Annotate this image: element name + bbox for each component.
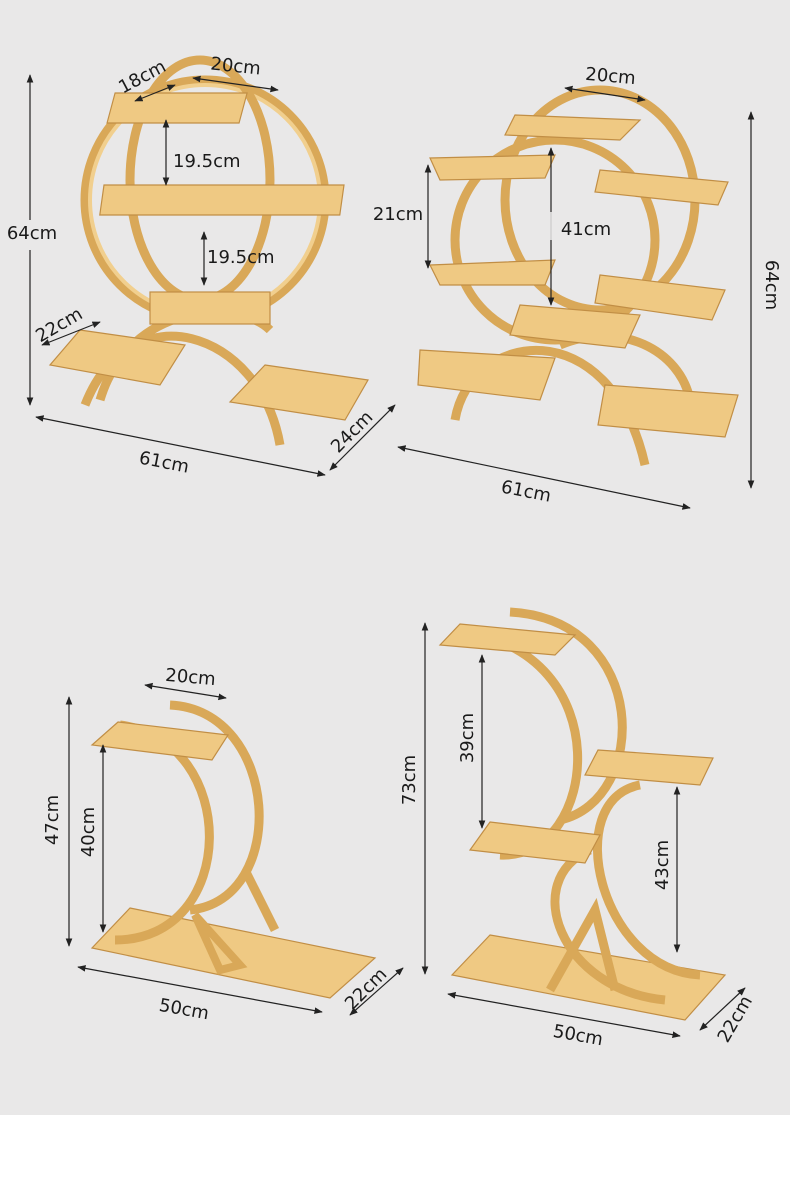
base-shelf (450, 934, 727, 1021)
dim-gap-lower: 19.5cm (207, 247, 275, 268)
dim-width: 50cm (157, 995, 210, 1024)
dim-lower-gap: 43cm (652, 840, 673, 890)
product-3-crescent-stand: 20cm 47cm 40cm 50cm 22cm (42, 665, 404, 1024)
dim-inner-height: 41cm (561, 219, 611, 240)
product-dimension-diagram: 18cm 20cm 19.5cm 19.5cm 64cm 22cm 61cm 2… (0, 0, 790, 1115)
dim-shelf-width: 20cm (164, 665, 216, 690)
product-4-crescent-stand-tall: 73cm 39cm 43cm 50cm 22cm (399, 607, 757, 1050)
shelf (594, 274, 726, 321)
shelf (584, 749, 714, 786)
dim-upper-gap: 39cm (457, 713, 478, 763)
dim-side-gap: 21cm (373, 204, 423, 225)
shelf (106, 92, 248, 124)
shelf (417, 349, 556, 401)
shelf (429, 259, 556, 286)
dim-gap-upper: 19.5cm (173, 151, 241, 172)
dim-width: 61cm (499, 476, 552, 506)
shelf (594, 169, 729, 206)
dim-shelf-width: 20cm (584, 64, 636, 89)
shelf (468, 821, 601, 864)
shelf (429, 154, 556, 181)
dim-inner-height: 40cm (78, 807, 99, 857)
shelf (509, 304, 641, 349)
shelf (597, 384, 739, 438)
dim-height: 47cm (42, 795, 63, 845)
shelf (99, 184, 345, 216)
shelf (504, 114, 642, 141)
dim-height: 64cm (761, 260, 782, 310)
dim-height: 64cm (7, 223, 57, 244)
product-1-round-stand: 18cm 20cm 19.5cm 19.5cm 64cm 22cm 61cm 2… (7, 53, 396, 478)
shelf (90, 721, 230, 761)
dim-width: 50cm (551, 1021, 604, 1050)
product-2-round-stand-multi: 20cm 21cm 41cm 64cm 61cm (373, 64, 782, 510)
diagram-canvas: 18cm 20cm 19.5cm 19.5cm 64cm 22cm 61cm 2… (7, 53, 782, 1050)
dim-height: 73cm (399, 755, 420, 805)
shelf (438, 623, 577, 656)
dim-shelf-width: 20cm (209, 53, 261, 79)
dim-width: 61cm (137, 447, 190, 477)
dim-depth: 22cm (714, 992, 757, 1046)
shelf (149, 291, 271, 325)
